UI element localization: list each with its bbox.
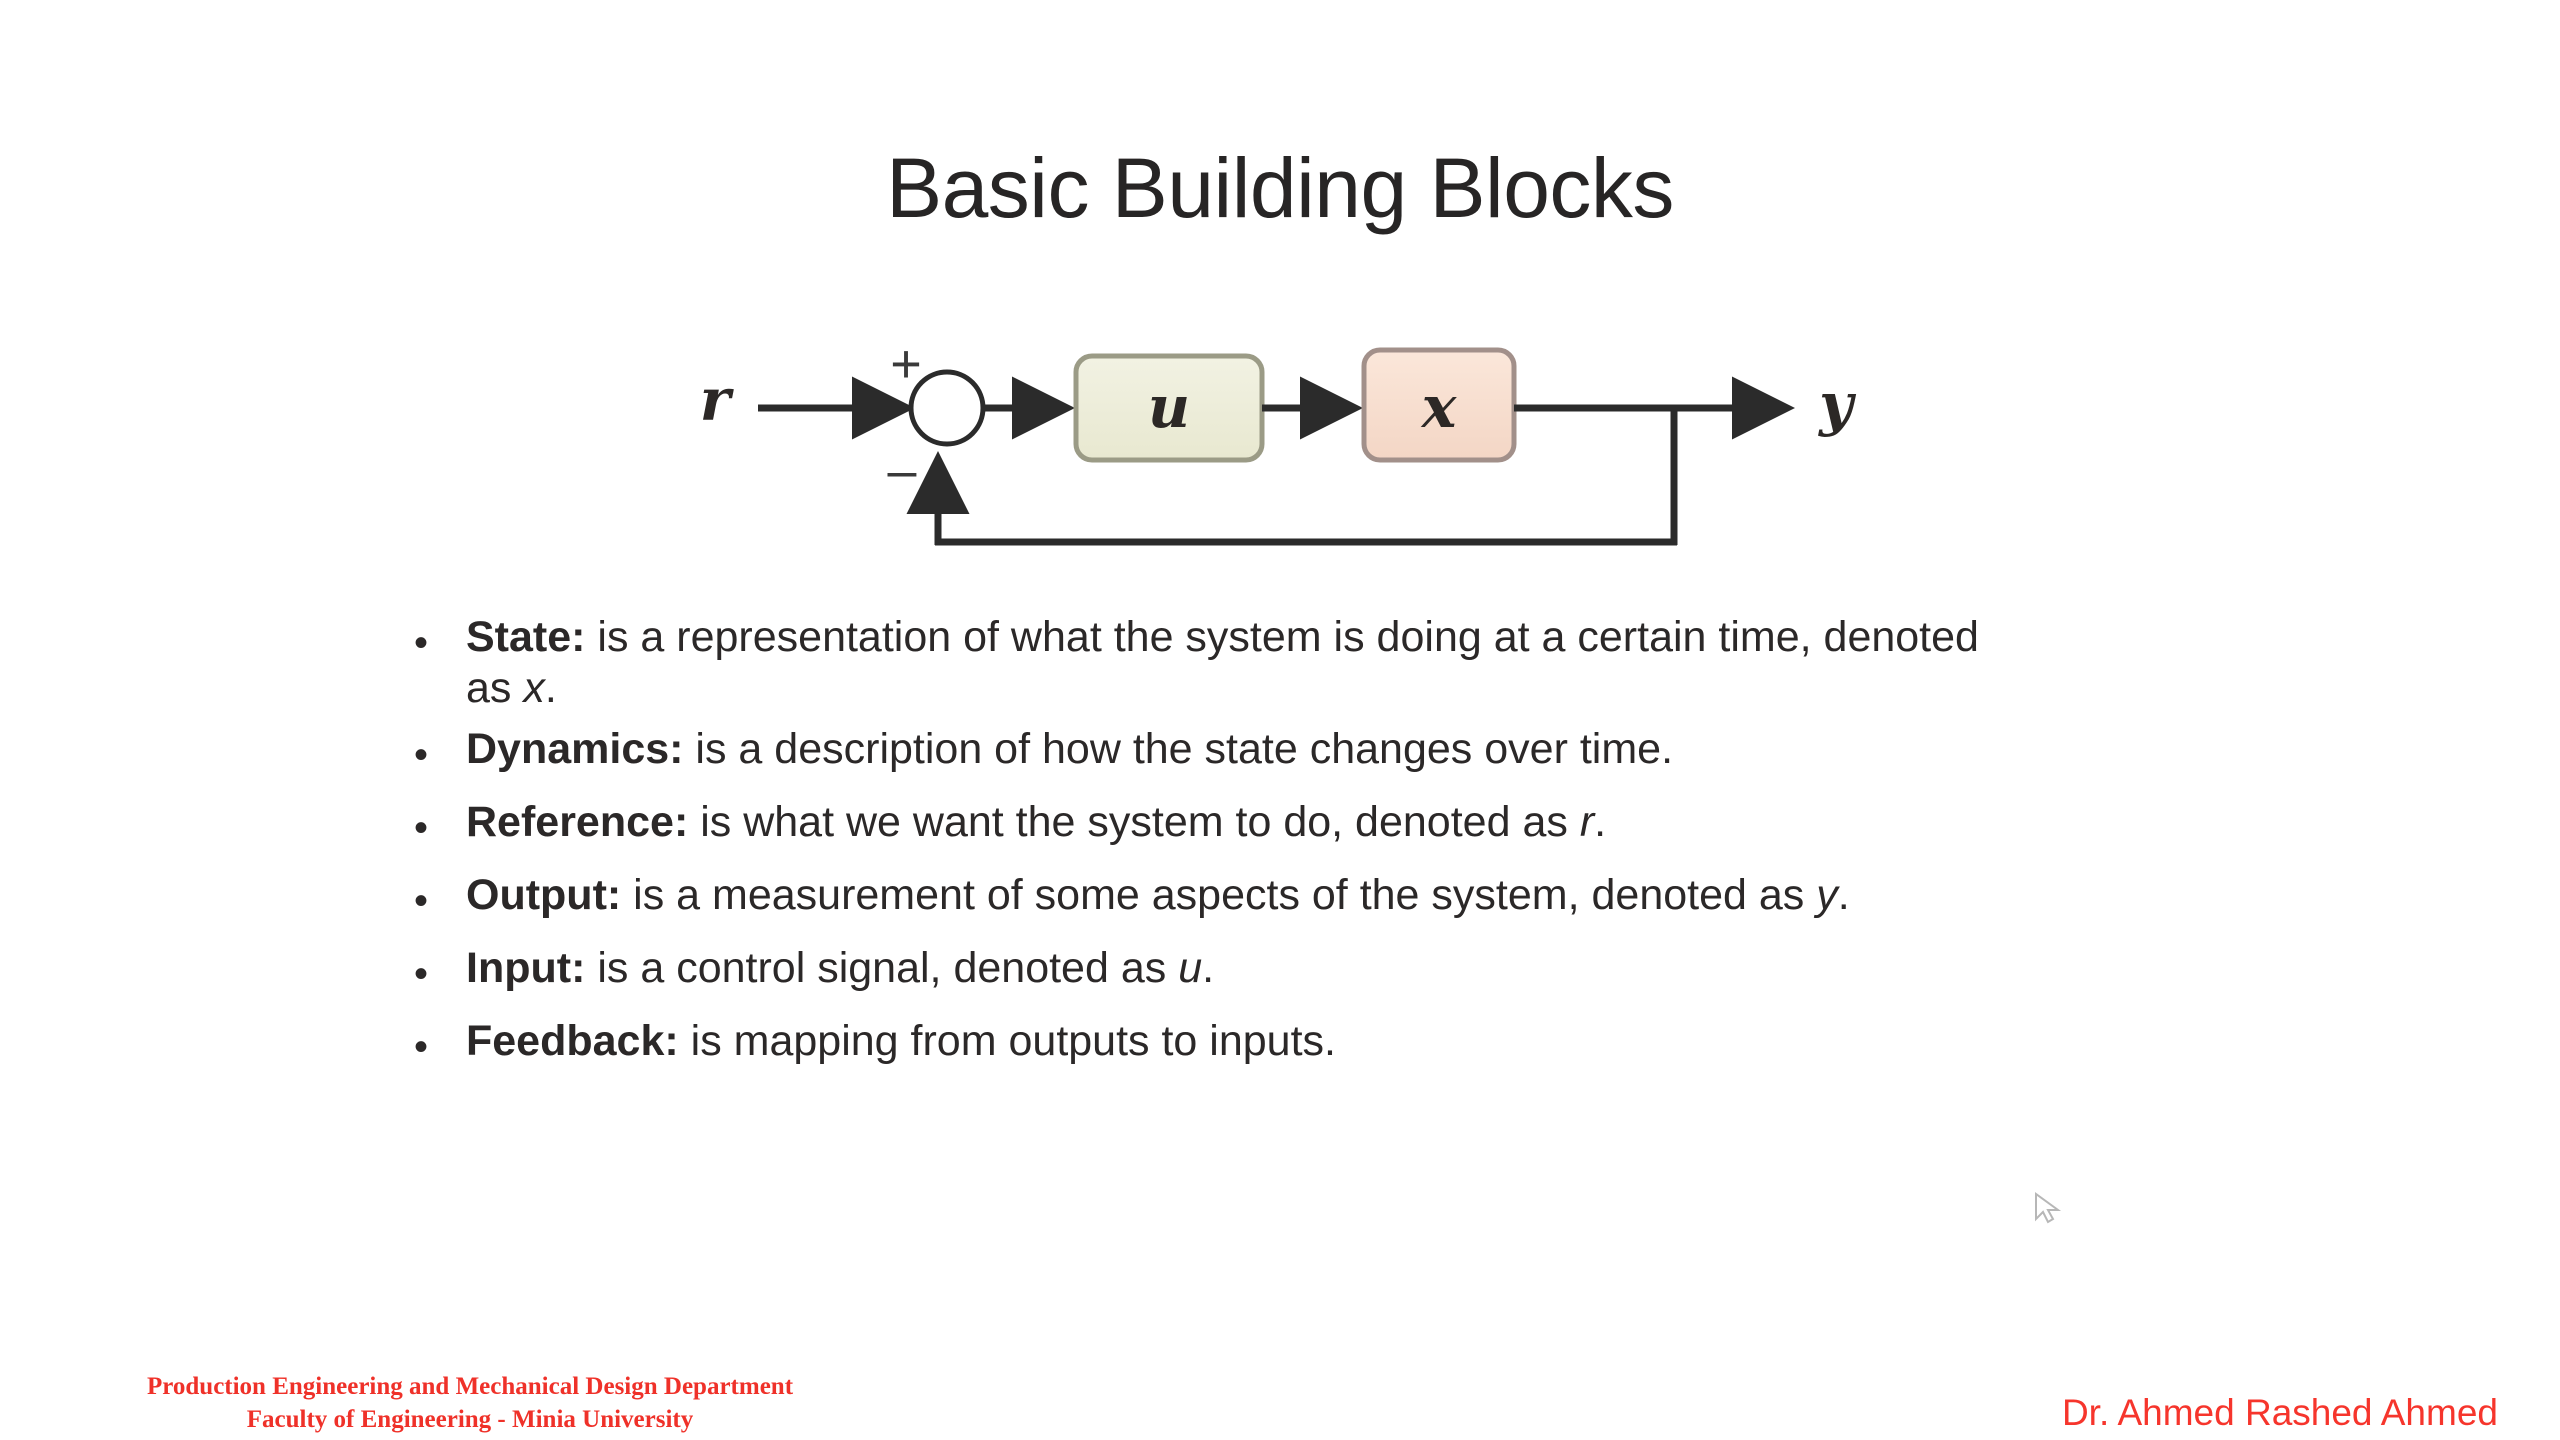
list-item: • Feedback: is mapping from outputs to i… <box>404 1016 2204 1078</box>
list-item: • Reference: is what we want the system … <box>404 797 2204 859</box>
list-item-symbol: y <box>1816 871 1838 920</box>
bullet-marker: • <box>414 806 429 851</box>
list-item-symbol: r <box>1579 798 1595 847</box>
sum-minus-sign: – <box>888 442 917 500</box>
list-item-text: Feedback: is mapping from outputs to inp… <box>466 1016 2026 1067</box>
list-item-symbol: u <box>1178 944 1203 993</box>
list-item-body: is a control signal, denoted as <box>585 944 1179 993</box>
bullet-marker: • <box>414 952 429 997</box>
list-item-text: State: is a representation of what the s… <box>466 612 2026 713</box>
list-item-term: Output: <box>466 871 622 920</box>
block-x-label: x <box>1420 373 1458 441</box>
sum-plus-sign: + <box>890 334 922 394</box>
list-item-end: . <box>1837 871 1850 920</box>
footer-department-line2: Faculty of Engineering - Minia Universit… <box>246 1406 694 1433</box>
list-item: • Output: is a measurement of some aspec… <box>404 870 2204 932</box>
list-item-term: Feedback: <box>466 1017 679 1066</box>
list-item-end: . <box>1202 944 1215 993</box>
footer-department-line1: Production Engineering and Mechanical De… <box>146 1373 794 1400</box>
feedback-path <box>906 408 1678 546</box>
list-item-term: State: <box>466 613 586 661</box>
footer-department: Production Engineering and Mechanical De… <box>90 1370 850 1436</box>
block-u: u <box>1073 353 1265 463</box>
list-item-text: Input: is a control signal, denoted as u… <box>466 943 2026 994</box>
list-item-end: . <box>544 663 557 712</box>
block-x: x <box>1361 347 1517 463</box>
list-item-end: . <box>1594 798 1607 847</box>
mouse-cursor-icon <box>2032 1192 2066 1226</box>
list-item-text: Output: is a measurement of some aspects… <box>466 870 2026 921</box>
footer-presenter-name: Dr. Ahmed Rashed Ahmed <box>2061 1392 2498 1433</box>
diagram-label-output: y <box>1817 370 1857 438</box>
bullet-marker: • <box>414 733 429 778</box>
definitions-bullet-list: • State: is a representation of what the… <box>404 612 2204 1089</box>
block-u-label: u <box>1148 373 1190 441</box>
summing-junction-circle <box>908 369 986 447</box>
list-item-term: Input: <box>466 944 586 993</box>
list-item-body: is what we want the system to do, denote… <box>688 798 1580 847</box>
list-item-body: is a description of how the state change… <box>683 725 1674 774</box>
list-item-text: Dynamics: is a description of how the st… <box>466 724 2026 775</box>
bullet-marker: • <box>414 879 429 924</box>
bullet-marker: • <box>414 1025 429 1070</box>
list-item-term: Dynamics: <box>466 725 684 774</box>
list-item: • State: is a representation of what the… <box>404 612 2204 713</box>
feedback-control-block-diagram: r + – u x <box>640 320 1940 590</box>
bullet-marker: • <box>414 621 429 665</box>
diagram-label-reference: r <box>700 366 735 434</box>
list-item-symbol: x <box>523 663 545 712</box>
list-item-body: is a measurement of some aspects of the … <box>621 871 1817 920</box>
page-title: Basic Building Blocks <box>886 141 1674 235</box>
list-item-body: is a representation of what the system i… <box>466 613 1979 712</box>
list-item: • Dynamics: is a description of how the … <box>404 724 2204 786</box>
list-item-text: Reference: is what we want the system to… <box>466 797 2026 848</box>
list-item-body: is mapping from outputs to inputs. <box>678 1017 1336 1066</box>
list-item: • Input: is a control signal, denoted as… <box>404 943 2204 1005</box>
list-item-term: Reference: <box>466 798 689 847</box>
